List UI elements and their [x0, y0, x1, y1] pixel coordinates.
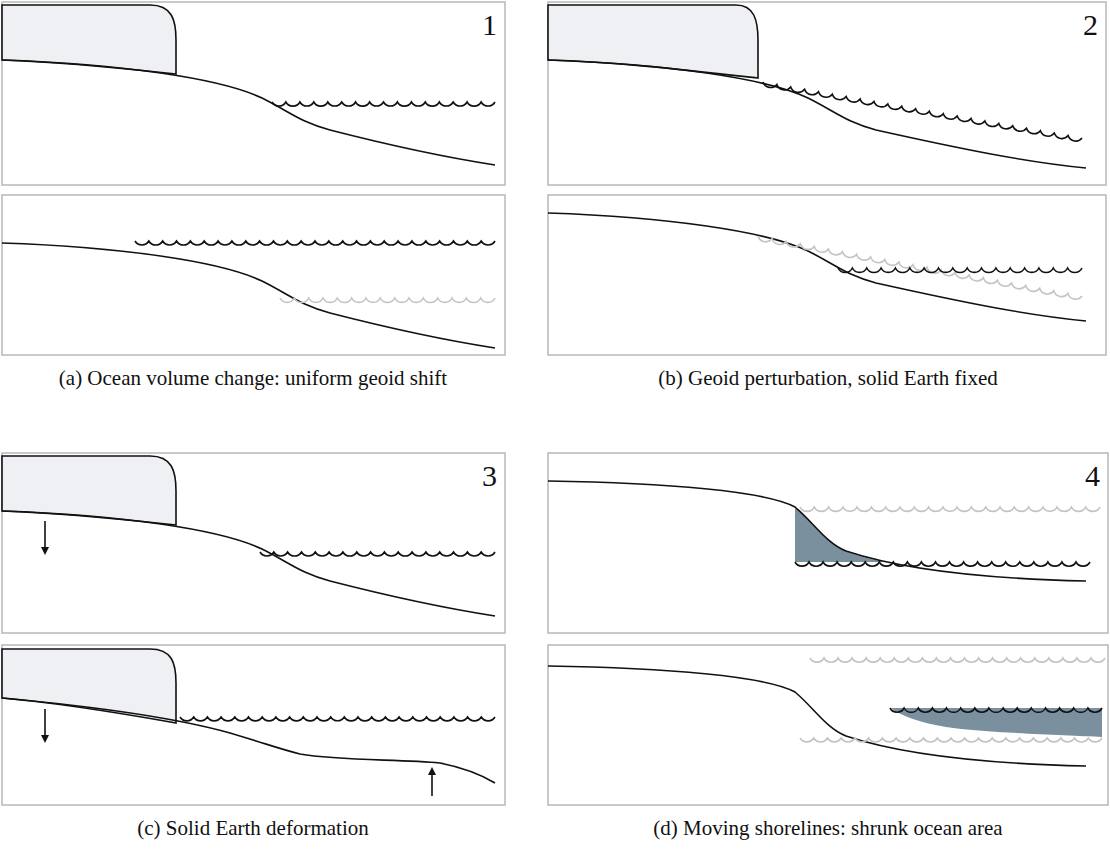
wave-line — [800, 507, 1100, 511]
wave-line — [280, 298, 495, 303]
panel-number: 4 — [1085, 459, 1100, 493]
wave-line — [260, 552, 495, 556]
panel-number: 1 — [482, 8, 497, 42]
wave-line — [180, 717, 495, 721]
wave-line — [795, 562, 1090, 566]
wave-line — [135, 241, 495, 245]
panel-caption: (d) Moving shorelines: shrunk ocean area — [653, 816, 1002, 841]
panel-caption: (b) Geoid perturbation, solid Earth fixe… — [658, 366, 997, 391]
wave-line — [763, 82, 1082, 141]
panel-caption: (c) Solid Earth deformation — [137, 816, 369, 841]
wave-lines — [135, 82, 1105, 742]
panel-number: 2 — [1083, 8, 1098, 42]
panel-4 — [548, 481, 1106, 766]
panel-caption: (a) Ocean volume change: uniform geoid s… — [59, 366, 447, 391]
panel-frames — [2, 2, 1108, 805]
wave-line — [838, 268, 1082, 273]
wave-line — [758, 236, 1082, 299]
panel-number: 3 — [482, 459, 497, 493]
panel-1 — [2, 5, 495, 348]
panel-2 — [548, 5, 1086, 321]
wave-line — [272, 102, 495, 106]
wave-line — [800, 738, 1102, 742]
panel-3 — [2, 456, 495, 796]
wave-line — [810, 658, 1105, 662]
wave-line — [890, 708, 1102, 712]
